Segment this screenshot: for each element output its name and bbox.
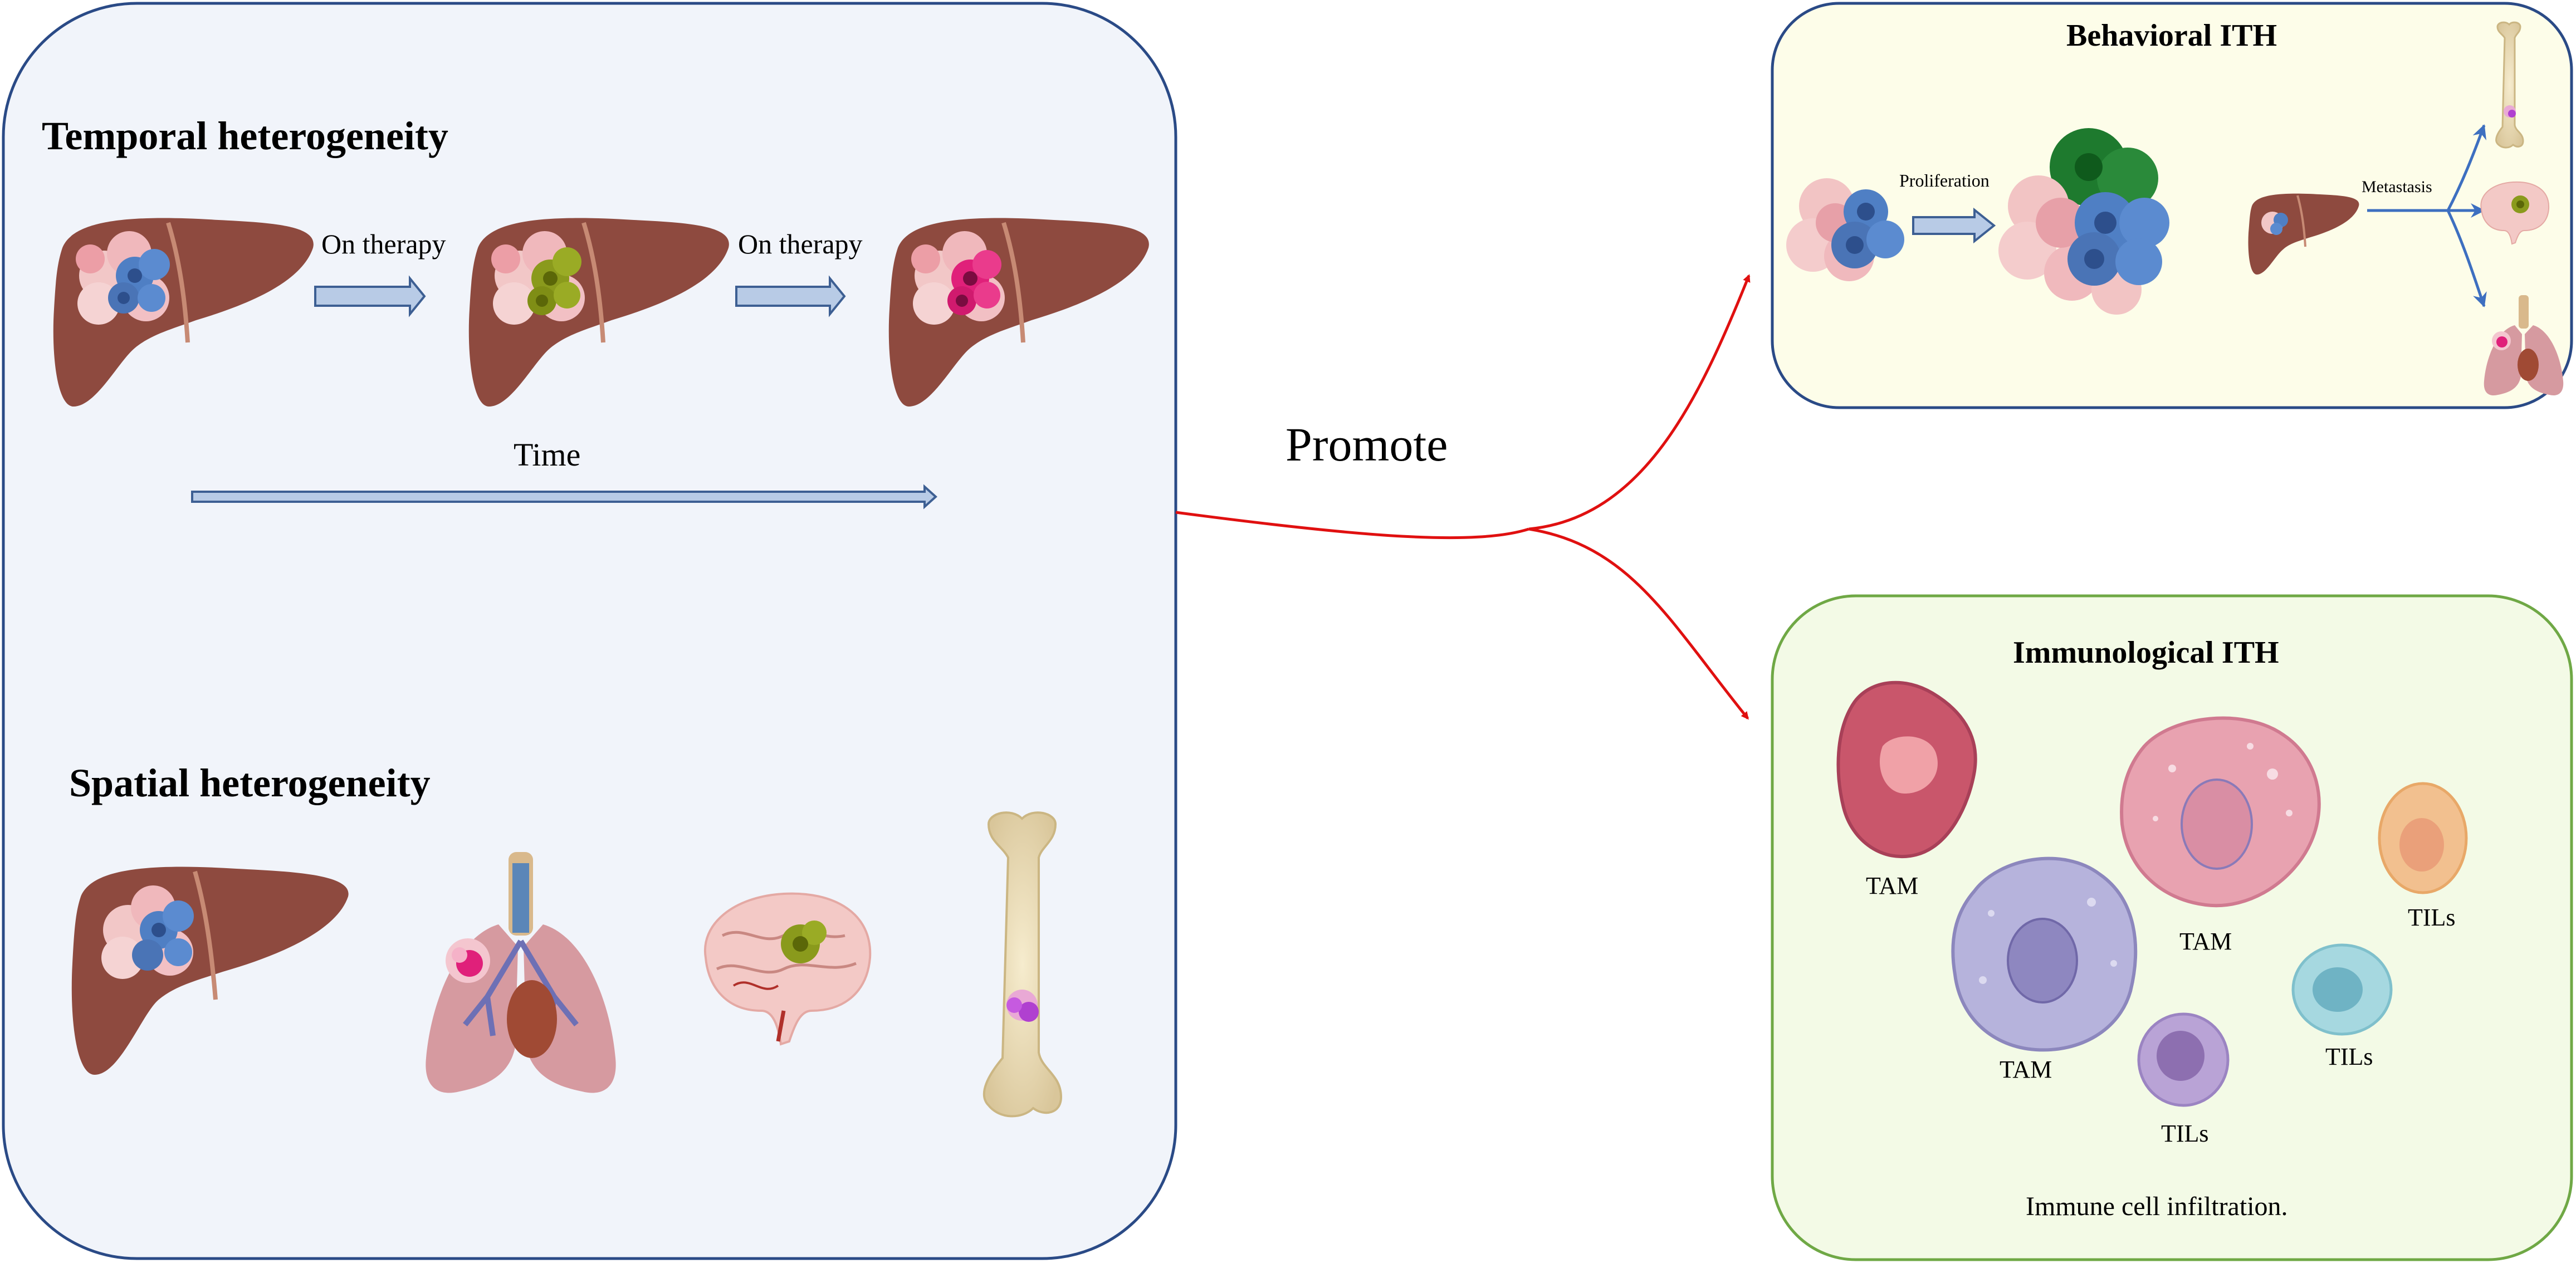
tam-lavender-cell-icon bbox=[1951, 856, 2138, 1052]
left-panel-frame bbox=[2, 2, 1177, 1260]
liver-spatial-icon bbox=[71, 866, 349, 1075]
connector-stem bbox=[1175, 511, 1529, 540]
liver-green-tumor-icon bbox=[468, 218, 729, 407]
til-label-3: TILs bbox=[2161, 1120, 2209, 1147]
connector-branch-lower bbox=[1528, 527, 1749, 720]
metastasis-label: Metastasis bbox=[2362, 178, 2432, 196]
temporal-heading: Temporal heterogeneity bbox=[42, 114, 448, 158]
large-tumor-cluster-icon bbox=[1998, 128, 2169, 315]
time-label: Time bbox=[514, 437, 580, 473]
heterogeneity-panel: Temporal heterogeneity On therapy bbox=[2, 2, 1177, 1260]
promote-connector: Promote bbox=[1175, 274, 1751, 720]
til-orange-cell-icon bbox=[2378, 782, 2468, 894]
small-tumor-cluster-icon bbox=[1786, 178, 1904, 281]
lungs-icon bbox=[426, 852, 616, 1093]
proliferation-label: Proliferation bbox=[1899, 170, 1990, 190]
brain-icon bbox=[703, 892, 872, 1046]
therapy-label-1: On therapy bbox=[321, 228, 446, 260]
tam-pink-cell-icon bbox=[2120, 716, 2321, 908]
small-lungs-icon bbox=[2484, 295, 2564, 395]
behavioral-panel: Behavioral ITH Proliferation bbox=[1771, 2, 2573, 409]
spatial-heading: Spatial heterogeneity bbox=[69, 761, 431, 805]
metastasis-arrows bbox=[2367, 124, 2487, 307]
bone-icon bbox=[983, 811, 1063, 1118]
promote-label: Promote bbox=[1285, 418, 1448, 471]
til-purple-cell-icon bbox=[2137, 1012, 2230, 1107]
tam-label-2: TAM bbox=[2179, 928, 2232, 955]
immunological-heading: Immunological ITH bbox=[2013, 635, 2279, 670]
liver-magenta-tumor-icon bbox=[888, 218, 1149, 407]
behavioral-heading: Behavioral ITH bbox=[2066, 18, 2277, 53]
tam-label-1: TAM bbox=[1866, 872, 1918, 899]
proliferation-arrow bbox=[1912, 207, 1996, 244]
connector-branch-upper bbox=[1528, 274, 1751, 531]
til-label-2: TILs bbox=[2325, 1043, 2373, 1070]
therapy-arrow-2 bbox=[735, 275, 846, 317]
tam-red-cell-icon bbox=[1836, 680, 1977, 859]
small-brain-icon bbox=[2480, 181, 2550, 245]
therapy-arrow-1 bbox=[314, 275, 426, 317]
til-cyan-cell-icon bbox=[2291, 943, 2393, 1036]
time-arrow bbox=[191, 484, 937, 510]
immunological-panel: Immunological ITH TAM TAM TAM bbox=[1771, 594, 2573, 1261]
liver-blue-tumor-icon bbox=[53, 218, 314, 407]
small-liver-icon bbox=[2248, 193, 2359, 275]
til-label-1: TILs bbox=[2408, 904, 2456, 931]
therapy-label-2: On therapy bbox=[738, 228, 863, 260]
behavioral-panel-frame bbox=[1771, 2, 2573, 409]
infiltration-caption: Immune cell infiltration. bbox=[2026, 1192, 2288, 1221]
tam-label-3: TAM bbox=[2000, 1056, 2052, 1083]
small-bone-icon bbox=[2495, 21, 2524, 149]
